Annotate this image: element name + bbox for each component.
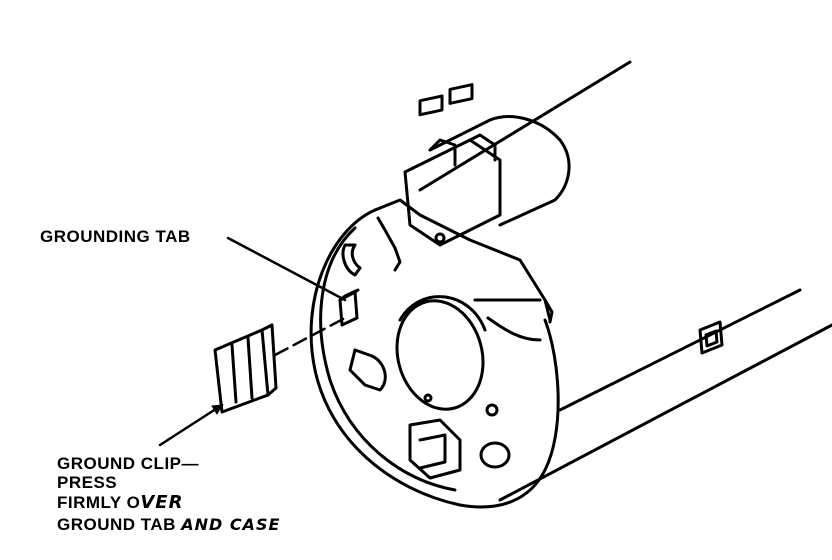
ground-clip-arrowhead bbox=[211, 404, 223, 415]
mounting-tabs bbox=[341, 216, 724, 480]
alignment-line bbox=[273, 316, 347, 357]
ground-clip-label-line4-handwritten: AND CASE bbox=[181, 515, 281, 534]
end-cap bbox=[309, 198, 560, 509]
ground-clip-label-line3: FIRMLY OVER bbox=[57, 494, 183, 512]
grounding-tab-label: GROUNDING TAB bbox=[40, 227, 191, 246]
ground-clip-label-line3-print: FIRMLY O bbox=[57, 493, 141, 512]
ground-clip-label-line4: GROUND TAB AND CASE bbox=[57, 516, 280, 534]
ground-clip-label-line2: PRESS bbox=[57, 473, 118, 492]
ground-clip-label-line3-handwritten: VER bbox=[140, 492, 184, 513]
ground-clip-leader bbox=[158, 403, 224, 447]
housing-body bbox=[418, 60, 832, 502]
grounding-tab-leader bbox=[226, 236, 347, 302]
ground-clip-label-line1: GROUND CLIP— bbox=[57, 454, 199, 473]
connector-plug bbox=[403, 83, 571, 247]
rotor-hub bbox=[395, 295, 542, 411]
ground-clip-label-line4-print: GROUND TAB bbox=[57, 515, 176, 534]
ground-clip bbox=[213, 323, 278, 414]
